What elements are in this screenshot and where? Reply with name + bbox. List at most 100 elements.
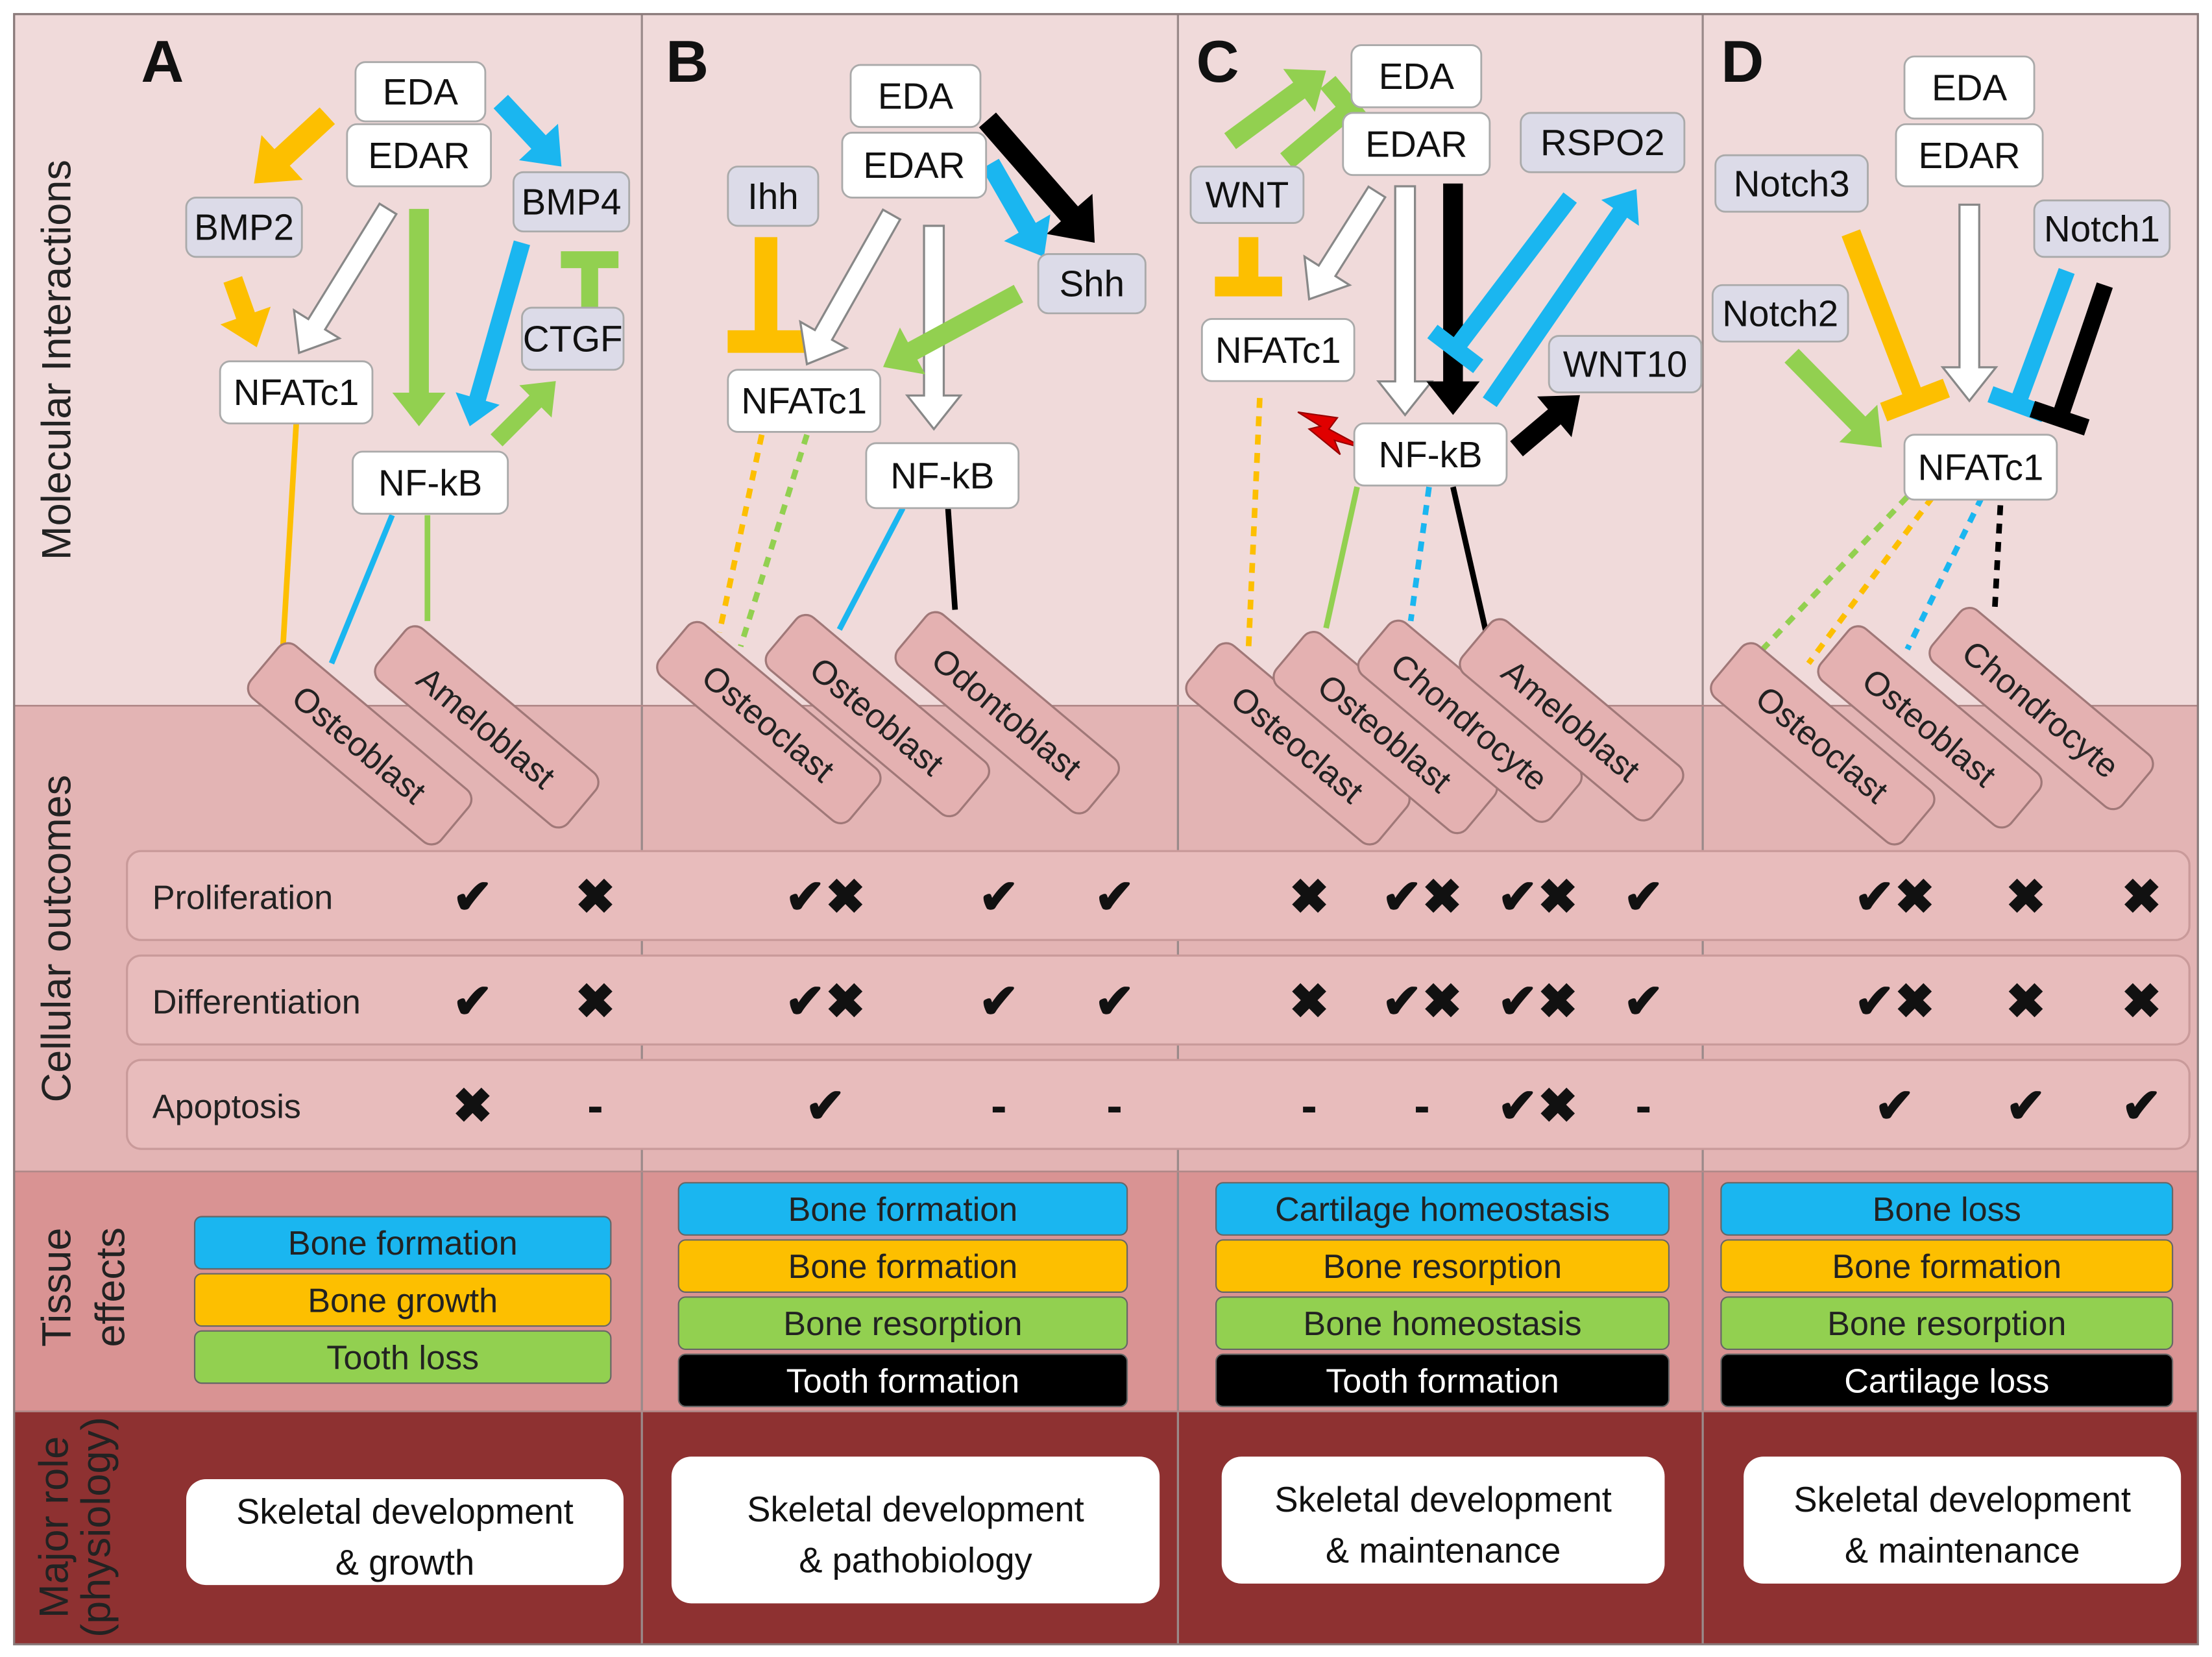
node-nfatc1: NFATc1 [727, 369, 882, 433]
mixed-effect-mark: ✔✖ [785, 974, 866, 1028]
check-icon: ✔ [1623, 974, 1664, 1028]
major-role-line: Skeletal development [747, 1490, 1084, 1529]
tissue-effect-badge [1215, 1296, 1670, 1351]
outcome-row-label: Apoptosis [152, 1088, 301, 1125]
node-nfatc1: NFATc1 [1200, 318, 1355, 382]
node-label: NFATc1 [234, 372, 359, 413]
check-icon: ✔ [452, 974, 492, 1028]
node-label: NFATc1 [741, 380, 867, 421]
major-role-line: Skeletal development [1793, 1480, 2131, 1519]
major-role-box [1221, 1456, 1665, 1584]
tissue-effect-badge [193, 1273, 612, 1327]
activation-arrow [882, 284, 1023, 374]
check-icon: ✔ [1095, 974, 1135, 1028]
tissue-effect-badge [677, 1296, 1128, 1351]
cross-icon: ✖ [576, 870, 616, 924]
association-dotted-line [716, 434, 765, 633]
node-label: EDA [1932, 67, 2007, 108]
node-edar: EDAR [1342, 112, 1491, 177]
activation-arrow [1483, 189, 1639, 408]
node-nfatc1: NFATc1 [1903, 434, 2058, 501]
outcome-row-differentiation [126, 954, 2191, 1046]
check-icon: ✔ [452, 870, 492, 924]
cross-icon: ✖ [2006, 870, 2046, 924]
cross-icon: ✖ [2121, 870, 2161, 924]
node-bmp4: BMP4 [512, 171, 631, 233]
check-icon: ✔ [1875, 1079, 1915, 1133]
node-label: WNT [1206, 175, 1289, 215]
side-label-cellular: Cellular outcomes [34, 775, 80, 1103]
cross-icon: ✖ [2121, 974, 2161, 1028]
inhibition-tbar [727, 237, 805, 353]
node-label: NF-kB [1378, 434, 1482, 475]
cross-icon: ✖ [1289, 974, 1330, 1028]
mixed-effect-mark: ✔✖ [1854, 974, 1935, 1028]
activation-arrow [392, 208, 446, 426]
node-notch1: Notch1 [2033, 199, 2171, 258]
node-label: EDA [878, 75, 953, 116]
activation-arrow [1303, 185, 1387, 301]
node-label: EDA [1379, 56, 1454, 97]
cross-icon: ✖ [576, 974, 616, 1028]
tissue-effect-label: Bone resorption [783, 1305, 1022, 1343]
inhibition-tbar [2029, 282, 2113, 436]
node-rspo2: RSPO2 [1520, 112, 1686, 173]
tissue-effect-badge [1720, 1353, 2174, 1408]
node-nf-kb: NF-kB [352, 450, 509, 515]
mixed-effect-mark: ✔✖ [1498, 974, 1578, 1028]
node-ctgf: CTGF [521, 306, 625, 371]
inhibition-tbar [561, 251, 619, 308]
node-notch3: Notch3 [1714, 154, 1869, 213]
tissue-effect-label: Bone growth [308, 1282, 498, 1319]
node-label: Notch2 [1722, 293, 1838, 334]
tissue-effect-label: Bone homeostasis [1303, 1305, 1581, 1343]
tissue-effect-badge [193, 1330, 612, 1384]
outcome-row-apoptosis [126, 1059, 2191, 1150]
node-label: Notch3 [1734, 163, 1850, 204]
activation-arrow [1940, 203, 1999, 403]
node-label: EDAR [863, 145, 965, 186]
no-effect-mark: - [991, 1079, 1007, 1133]
association-dotted-line [1806, 495, 1936, 665]
no-effect-mark: - [1106, 1079, 1123, 1133]
mixed-effect-mark: ✔✖ [1382, 974, 1463, 1028]
node-nfatc1: NFATc1 [219, 360, 374, 424]
tissue-effect-label: Bone formation [788, 1191, 1018, 1229]
mixed-effect-mark: ✔✖ [785, 870, 866, 924]
activation-arrow [799, 208, 902, 366]
node-label: NFATc1 [1918, 447, 2044, 487]
association-line [328, 514, 395, 665]
node-wnt: WNT [1189, 166, 1305, 225]
node-label: Ihh [747, 176, 799, 217]
activation-arrow [1426, 183, 1480, 415]
inhibition-tbar [1427, 192, 1577, 373]
node-label: CTGF [523, 318, 623, 359]
node-edar: EDAR [841, 132, 988, 199]
association-dotted-line [1747, 495, 1910, 666]
activation-arrow [1510, 395, 1580, 457]
node-label: NF-kB [378, 462, 482, 503]
node-nf-kb: NF-kB [865, 442, 1020, 509]
node-label: BMP2 [194, 207, 294, 248]
major-role-line: & growth [335, 1543, 474, 1582]
inhibition-tbar [1215, 237, 1282, 297]
activation-arrow [293, 202, 398, 354]
panel-letter: A [141, 29, 184, 95]
node-ihh: Ihh [727, 166, 820, 227]
tissue-effect-badge [1215, 1182, 1670, 1236]
node-nf-kb: NF-kB [1353, 422, 1508, 487]
tissue-effect-badge [1720, 1239, 2174, 1293]
major-role-line: & maintenance [1326, 1530, 1561, 1570]
activation-arrow [493, 95, 562, 167]
node-label: EDAR [1919, 135, 2021, 176]
cell-type-ameloblast: Ameloblast [1459, 618, 1684, 822]
activation-arrow [456, 240, 530, 426]
activation-arrow [491, 381, 556, 447]
panel-letter: C [1197, 29, 1239, 95]
check-icon: ✔ [2006, 1079, 2046, 1133]
tissue-effect-badge [677, 1239, 1128, 1293]
mixed-effect-mark: ✔✖ [1498, 870, 1578, 924]
association-line [1450, 486, 1491, 643]
cross-icon: ✖ [1289, 870, 1330, 924]
